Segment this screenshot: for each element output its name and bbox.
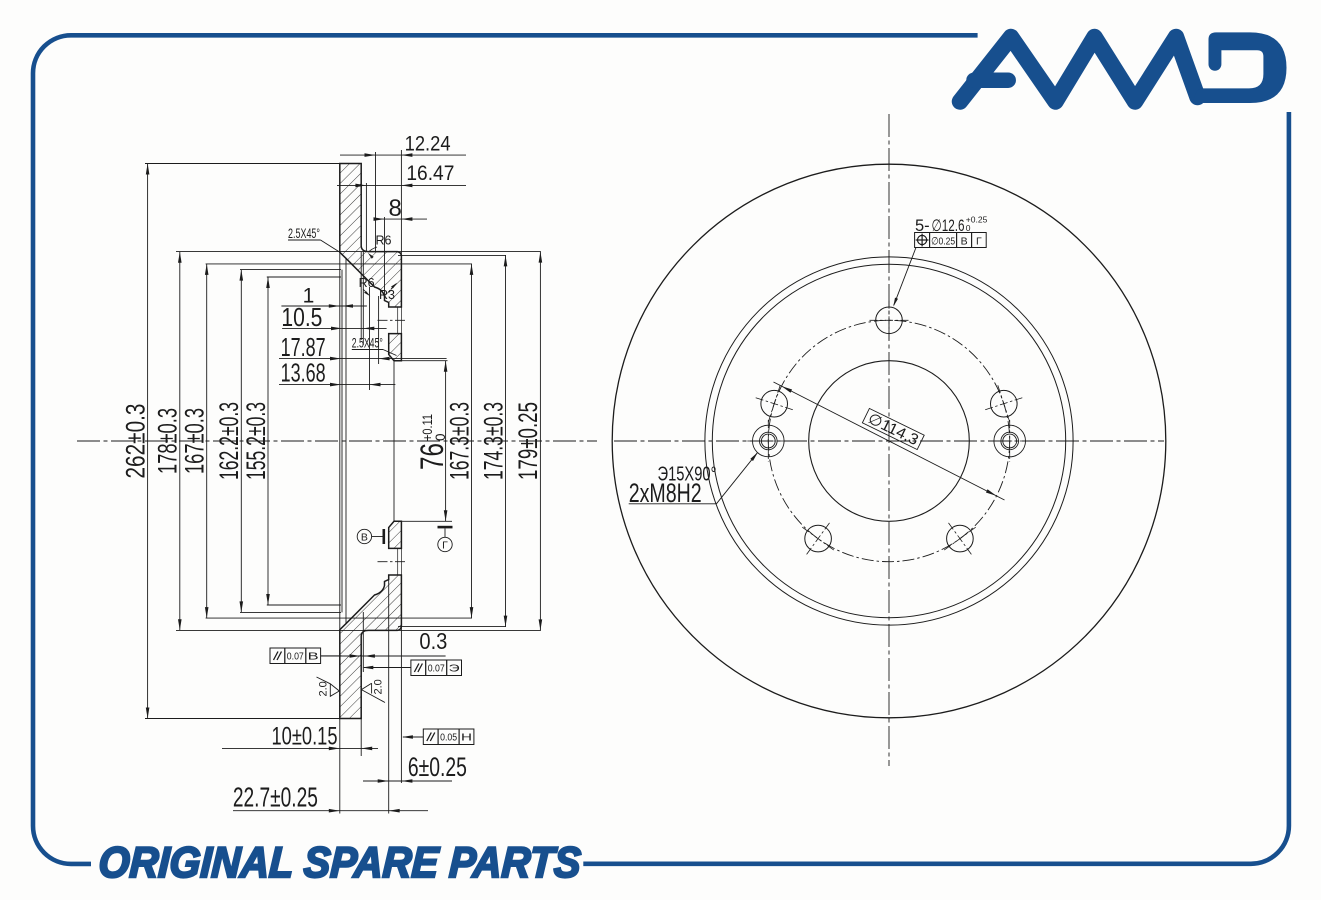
svg-text:∅12.6: ∅12.6 xyxy=(932,217,965,235)
svg-text:13.68: 13.68 xyxy=(281,358,326,388)
svg-text:В: В xyxy=(361,532,368,544)
svg-text:0.3: 0.3 xyxy=(419,628,447,654)
svg-text:6±0.25: 6±0.25 xyxy=(408,752,467,782)
svg-text:5-: 5- xyxy=(915,217,930,235)
svg-text:10±0.15: 10±0.15 xyxy=(272,722,338,750)
svg-text:R6: R6 xyxy=(359,276,375,290)
svg-text:ORIGINAL SPARE PARTS: ORIGINAL SPARE PARTS xyxy=(97,839,582,887)
svg-text:0: 0 xyxy=(433,433,448,441)
svg-text:2xM8H2: 2xM8H2 xyxy=(629,478,702,508)
svg-text:155.2±0.3: 155.2±0.3 xyxy=(241,402,271,480)
svg-text:R3: R3 xyxy=(379,288,395,302)
svg-text:2.0: 2.0 xyxy=(318,681,330,696)
svg-text:0.07: 0.07 xyxy=(428,663,445,674)
svg-text:8: 8 xyxy=(389,195,402,222)
svg-text:174.3±0.3: 174.3±0.3 xyxy=(478,402,508,480)
svg-text:162.2±0.3: 162.2±0.3 xyxy=(214,402,244,480)
svg-text:+0.25: +0.25 xyxy=(966,215,988,225)
svg-text:0.05: 0.05 xyxy=(440,732,457,743)
svg-text:178±0.3: 178±0.3 xyxy=(153,408,183,474)
svg-text:Г: Г xyxy=(976,235,982,247)
svg-text:∅0.25: ∅0.25 xyxy=(931,235,955,247)
svg-text:Э15X90°: Э15X90° xyxy=(658,462,717,485)
svg-text:+0.11: +0.11 xyxy=(420,414,435,441)
svg-text:179±0.25: 179±0.25 xyxy=(513,402,543,480)
svg-text:Н: Н xyxy=(461,732,472,743)
svg-text:22.7±0.25: 22.7±0.25 xyxy=(233,782,318,813)
svg-text:Э: Э xyxy=(449,663,460,674)
svg-text:167±0.3: 167±0.3 xyxy=(180,408,210,474)
svg-text:12.24: 12.24 xyxy=(405,132,451,155)
svg-text:2.5X45°: 2.5X45° xyxy=(352,336,383,351)
svg-text:17.87: 17.87 xyxy=(281,332,326,362)
svg-text:1: 1 xyxy=(303,284,315,307)
svg-text:76: 76 xyxy=(414,443,450,470)
svg-text:0: 0 xyxy=(966,223,971,233)
svg-text:В: В xyxy=(308,651,320,662)
svg-text:В: В xyxy=(961,235,968,247)
svg-text:16.47: 16.47 xyxy=(406,162,454,185)
svg-text:10.5: 10.5 xyxy=(281,302,322,332)
svg-text:2.0: 2.0 xyxy=(373,679,385,694)
svg-text:2.5X45°: 2.5X45° xyxy=(288,226,320,241)
svg-text:167.3±0.3: 167.3±0.3 xyxy=(444,402,474,480)
svg-text:262±0.3: 262±0.3 xyxy=(120,404,150,479)
svg-text:0.07: 0.07 xyxy=(287,651,304,662)
svg-text:Г: Г xyxy=(442,540,448,552)
svg-text:R6: R6 xyxy=(376,234,392,248)
